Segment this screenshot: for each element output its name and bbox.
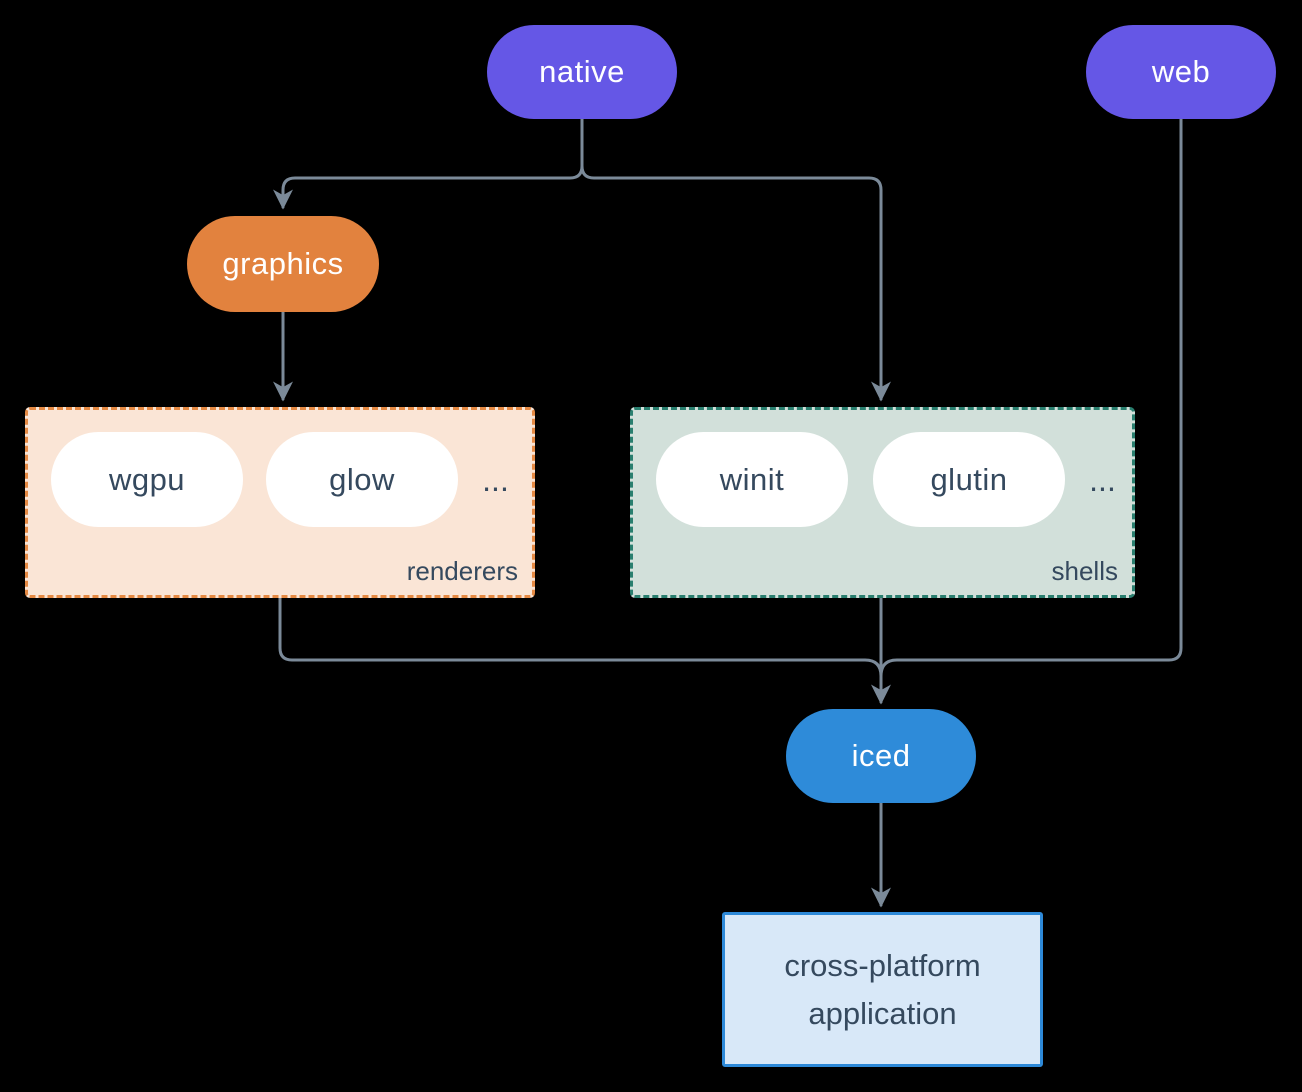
node-iced: iced [786, 709, 976, 803]
shells-ellipsis: ... [1089, 462, 1116, 498]
group-shells: winit glutin ... shells [630, 407, 1135, 598]
node-iced-label: iced [851, 738, 911, 773]
renderers-label: renderers [406, 556, 518, 586]
node-native: native [487, 25, 677, 119]
node-winit-label: winit [719, 461, 785, 497]
node-glutin: glutin [873, 432, 1065, 527]
renderers-ellipsis: ... [482, 462, 509, 498]
shells-label: shells [1051, 556, 1118, 586]
node-wgpu: wgpu [51, 432, 243, 527]
node-wgpu-label: wgpu [108, 461, 186, 497]
node-cross-platform-application: cross-platform application [722, 912, 1043, 1067]
edge-native-graphics [273, 117, 584, 210]
node-graphics: graphics [187, 216, 379, 312]
node-native-label: native [539, 54, 625, 89]
node-cross-platform-application-label: cross-platform application [784, 947, 981, 1031]
node-graphics-label: graphics [222, 246, 344, 281]
node-glutin-label: glutin [930, 461, 1008, 497]
edge-renderers-junction [278, 596, 883, 678]
edge-native-shells [580, 117, 891, 402]
node-web: web [1086, 25, 1276, 119]
node-winit: winit [656, 432, 848, 527]
node-glow-label: glow [329, 461, 395, 497]
node-glow: glow [266, 432, 458, 527]
node-web-label: web [1151, 54, 1211, 89]
group-renderers: wgpu glow ... renderers [25, 407, 535, 598]
